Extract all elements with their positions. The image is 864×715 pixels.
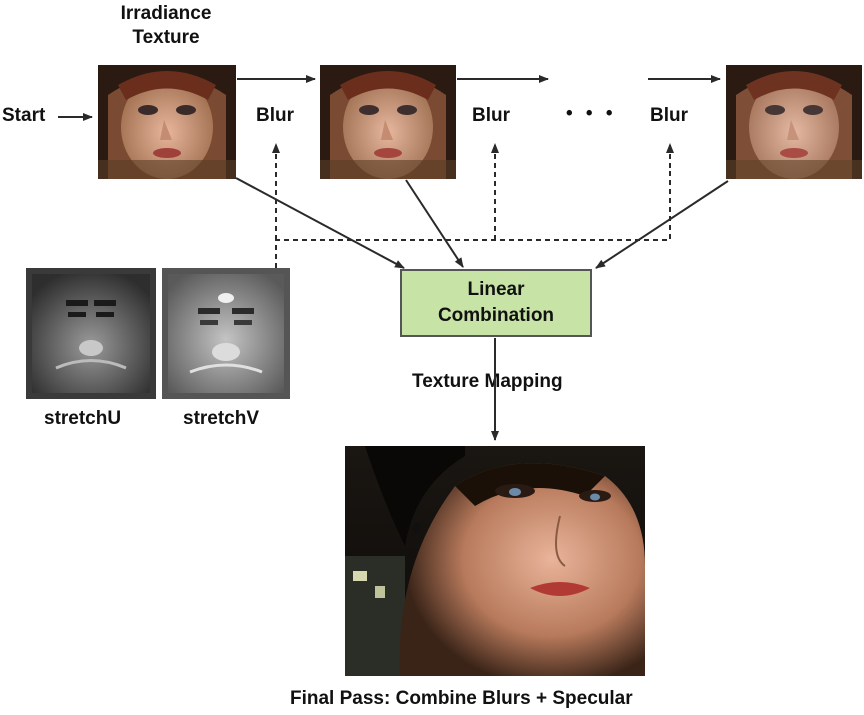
ellipsis-label: • • • [566, 103, 617, 124]
stretch-v-image [162, 268, 290, 399]
blur-label-3: Blur [650, 105, 688, 126]
linear-combination-line2: Combination [437, 305, 555, 326]
irradiance-texture-image [98, 65, 236, 179]
start-label: Start [2, 105, 46, 126]
irradiance-label-line1: Irradiance [120, 3, 212, 24]
linear-combination-line1: Linear [467, 279, 525, 300]
blur-texture-image-1 [320, 65, 456, 179]
irradiance-label-line2: Texture [132, 27, 200, 48]
blur-label-1: Blur [256, 105, 294, 126]
stretch-dashed-path [275, 168, 671, 268]
irradiance-texture-label: Irradiance Texture [96, 2, 236, 50]
blur1-to-combination-arrow [405, 179, 464, 268]
stretch-v-label: stretchV [183, 408, 260, 429]
stretch-u-image [26, 268, 156, 399]
linear-combination-box: Linear Combination [400, 269, 592, 337]
blur-label-2: Blur [472, 105, 510, 126]
final-render-image [345, 446, 645, 676]
stretch-u-label: stretchU [44, 408, 122, 429]
final-pass-label: Final Pass: Combine Blurs + Specular [290, 688, 633, 709]
final-blur-to-combination-arrow [595, 180, 729, 269]
texture-mapping-label: Texture Mapping [412, 371, 563, 392]
irradiance-to-combination-arrow [235, 177, 405, 269]
final-blur-texture-image [726, 65, 862, 179]
